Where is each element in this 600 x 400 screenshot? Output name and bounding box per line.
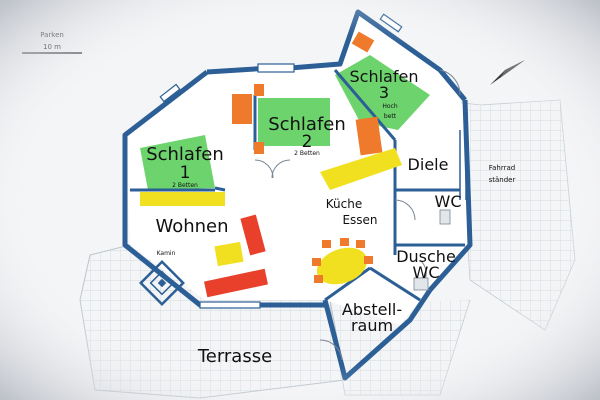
shelf-yellow — [140, 192, 225, 206]
toilet — [439, 209, 451, 225]
raum-label: raum — [351, 316, 393, 335]
schlafen3-beds-line2: bett — [384, 113, 397, 120]
wardrobe-2 — [232, 94, 252, 124]
terrasse-label: Terrasse — [197, 346, 272, 367]
essen-label: Essen — [342, 213, 377, 227]
schlafen1-name: Schlafen — [146, 144, 224, 165]
fahrrad-label: Fahrrad — [489, 164, 515, 172]
staender-label: ständer — [489, 176, 516, 184]
scale-label: Parken — [40, 31, 64, 39]
schlafen1-number: 1 — [180, 163, 191, 183]
wc-label: WC — [435, 192, 462, 211]
scale-distance: 10 m — [43, 43, 61, 51]
schlafen3-number: 3 — [379, 83, 389, 102]
kamin-label: Kamin — [157, 250, 176, 257]
nightstand-2a — [254, 84, 264, 96]
schlafen2-beds: 2 Betten — [294, 150, 320, 157]
kueche-label: Küche — [326, 197, 362, 211]
schlafen2-number: 2 — [302, 132, 313, 152]
schlafen1-beds: 2 Betten — [172, 182, 198, 189]
wohnen-label: Wohnen — [155, 216, 228, 237]
nightstand-2b — [254, 142, 264, 154]
schlafen3-beds-line1: Hoch — [382, 103, 397, 110]
diele-label: Diele — [408, 155, 449, 174]
dusche-wc-label: WC — [413, 263, 440, 282]
